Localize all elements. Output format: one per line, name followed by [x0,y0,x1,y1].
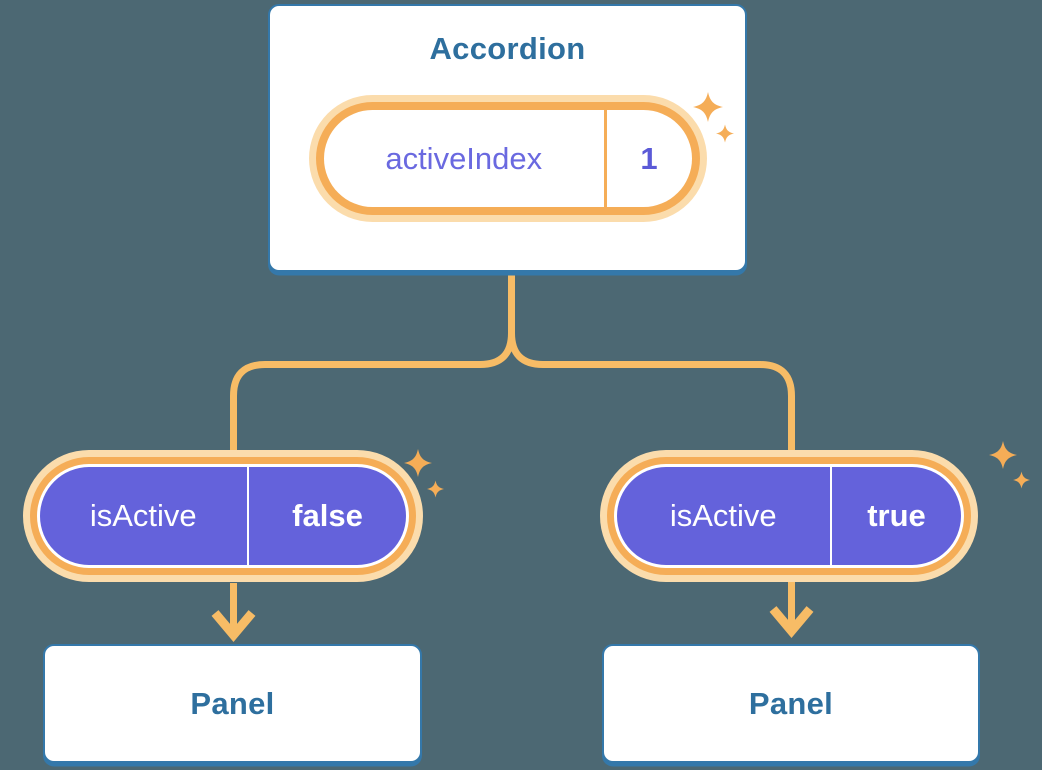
sparkle-icon [427,480,444,498]
panel-title: Panel [190,685,275,721]
prop-pill-label: isActive [89,498,197,533]
prop-pill-core: isActive true [617,467,961,565]
prop-pill-value: true [867,498,926,533]
prop-pill-ring: isActive false [30,457,416,575]
prop-pill-left: isActive false [23,450,423,582]
prop-pill-value: false [292,498,363,533]
state-pill-core: activeIndex 1 [323,110,692,208]
panel-left: Panel [43,644,422,763]
connector-branch-left [230,265,515,460]
state-pill-ring: activeIndex 1 [315,102,700,216]
sparkle-icon [989,440,1017,470]
pill-separator [604,110,607,208]
pill-separator [829,467,832,565]
sparkle-icon [1013,471,1030,489]
prop-pill-ring: isActive true [607,457,971,575]
connector-branch-right [508,265,795,458]
pill-separator [246,467,249,565]
state-pill: activeIndex 1 [308,95,707,223]
panel-title: Panel [748,685,834,721]
panel-right: Panel [602,644,980,763]
prop-pill-right: isActive true [600,450,978,582]
arrow-down-icon [211,583,256,642]
state-pill-value: 1 [640,140,658,176]
prop-pill-core: isActive false [40,467,406,565]
prop-pill-label: isActive [669,498,777,533]
arrow-down-icon [769,579,814,638]
accordion-card: Accordion activeIndex 1 [268,4,747,272]
prop-pill-inner-border: isActive true [614,464,964,568]
prop-pill-inner-border: isActive false [37,464,409,568]
accordion-title: Accordion [429,31,586,66]
state-pill-label: activeIndex [385,140,543,176]
